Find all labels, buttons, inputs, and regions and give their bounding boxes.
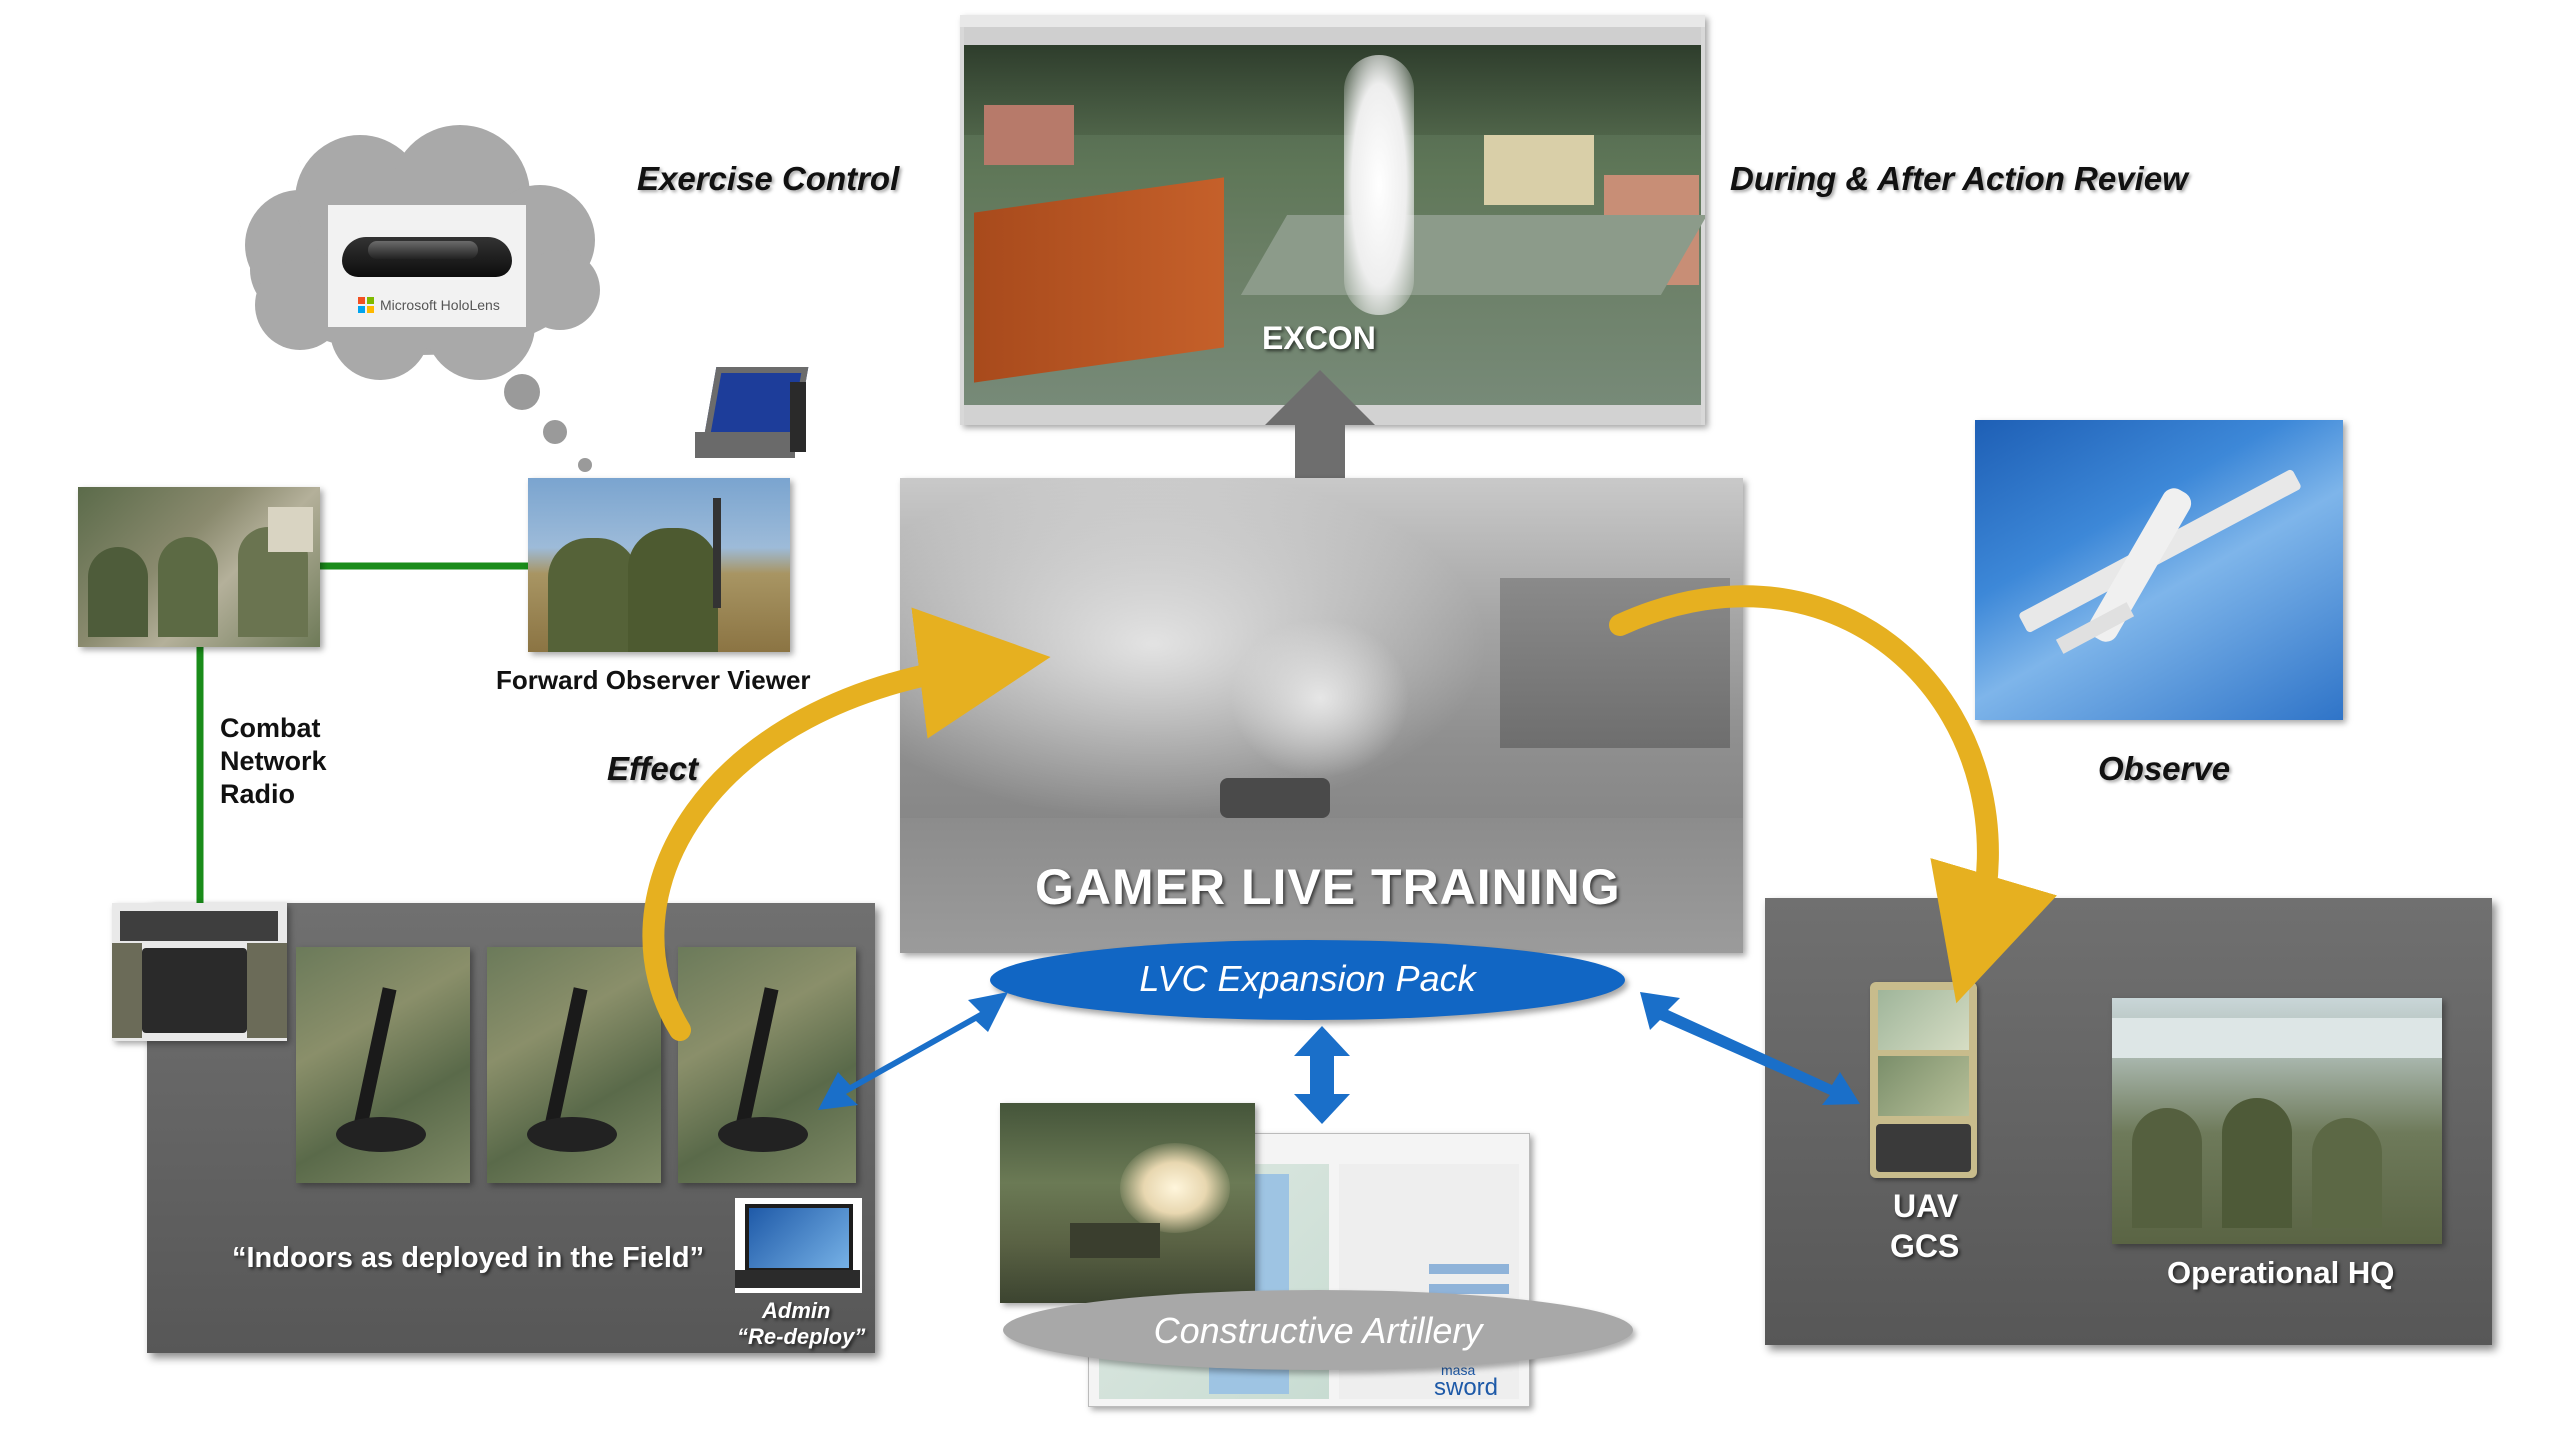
admin-label: Admin bbox=[762, 1298, 831, 1323]
uav-gcs-device-image bbox=[1870, 982, 1977, 1178]
forward-observer-photo bbox=[528, 478, 790, 652]
excon-screenshot: EXCON bbox=[960, 15, 1705, 425]
observe-curved-arrow-icon bbox=[1609, 585, 2057, 1004]
smoke-plume bbox=[1344, 55, 1414, 315]
observe-label: Observe bbox=[2098, 750, 2231, 787]
thought-bubble-large bbox=[504, 374, 540, 410]
effect-label: Effect bbox=[607, 750, 699, 787]
effect-curved-arrow-icon bbox=[642, 607, 1051, 1041]
forward-observer-label: Forward Observer Viewer bbox=[496, 665, 811, 695]
uav-label: UAV bbox=[1893, 1188, 1959, 1224]
excon-label: EXCON bbox=[1262, 320, 1376, 356]
briefing-room-photo bbox=[78, 487, 320, 647]
exercise-control-label: Exercise Control bbox=[637, 160, 900, 197]
thought-bubble-small bbox=[578, 458, 592, 472]
sword-label: sword bbox=[1434, 1374, 1499, 1401]
admin-laptop-image bbox=[735, 1198, 862, 1293]
review-label: During & After Action Review bbox=[1730, 160, 2188, 197]
mortar-photo-1 bbox=[296, 947, 470, 1183]
redeploy-label: “Re-deploy” bbox=[737, 1324, 866, 1349]
mortar-photo-3 bbox=[678, 947, 856, 1183]
thought-bubble-medium bbox=[543, 420, 567, 444]
artillery-firing-photo bbox=[1000, 1103, 1255, 1303]
combat-network-radio-label: Combat Network Radio bbox=[220, 713, 327, 809]
blue-arrow-right-icon bbox=[1640, 992, 1860, 1105]
combat-radio-device-image bbox=[112, 903, 287, 1041]
operational-hq-photo bbox=[2112, 998, 2442, 1244]
microsoft-logo-icon bbox=[358, 297, 374, 313]
uav-aircraft-photo bbox=[1975, 420, 2343, 720]
toughbook-image bbox=[690, 362, 810, 472]
mortar-photo-2 bbox=[487, 947, 661, 1183]
lvc-expansion-pack-ellipse: LVC Expansion Pack bbox=[990, 940, 1625, 1020]
blue-arrow-left-icon bbox=[818, 992, 1008, 1110]
hololens-caption: Microsoft HoloLens bbox=[380, 297, 500, 313]
operational-hq-label: Operational HQ bbox=[2167, 1255, 2395, 1290]
lvc-expansion-pack-label: LVC Expansion Pack bbox=[1139, 958, 1476, 999]
excon-3d-scene bbox=[964, 45, 1705, 405]
constructive-artillery-label: Constructive Artillery bbox=[1153, 1310, 1483, 1351]
hololens-image: Microsoft HoloLens bbox=[328, 205, 526, 327]
gcs-label: GCS bbox=[1890, 1228, 1960, 1264]
blue-arrow-vertical-icon bbox=[1294, 1026, 1350, 1124]
gamer-live-training-title: GAMER LIVE TRAINING bbox=[1035, 859, 1621, 915]
indoors-deployed-label: “Indoors as deployed in the Field” bbox=[232, 1242, 705, 1274]
constructive-artillery-ellipse: Constructive Artillery bbox=[1003, 1290, 1633, 1370]
